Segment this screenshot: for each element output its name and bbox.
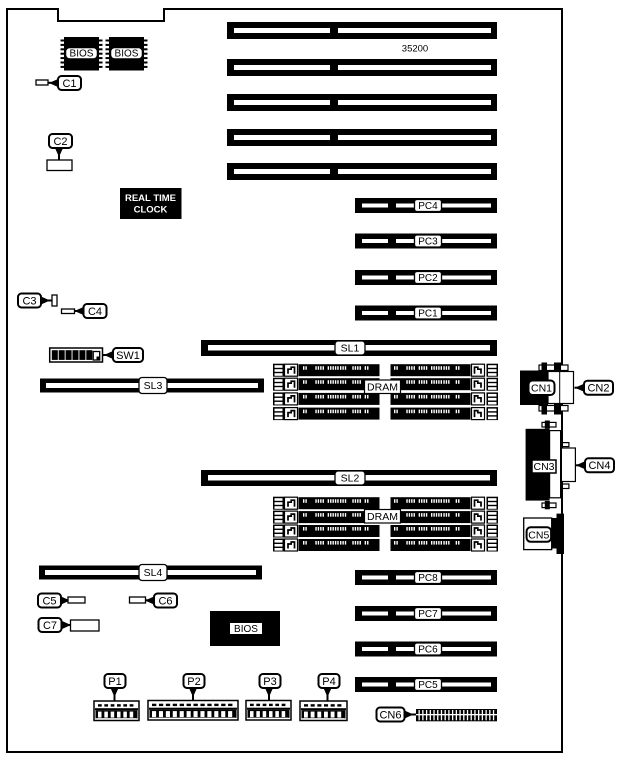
svg-text:DRAM: DRAM — [367, 511, 398, 523]
svg-text:BIOS: BIOS — [70, 49, 94, 60]
svg-text:C6: C6 — [158, 595, 172, 607]
svg-text:PC2: PC2 — [418, 273, 438, 284]
svg-text:CN2: CN2 — [587, 383, 609, 395]
svg-text:C1: C1 — [62, 78, 76, 90]
svg-text:C5: C5 — [42, 595, 56, 607]
svg-text:CN1: CN1 — [531, 383, 552, 395]
svg-text:REAL TIME: REAL TIME — [125, 193, 176, 204]
svg-text:C3: C3 — [22, 295, 36, 307]
svg-text:C7: C7 — [43, 620, 57, 632]
svg-text:P4: P4 — [322, 676, 335, 688]
svg-text:35200: 35200 — [402, 44, 428, 55]
svg-text:SL3: SL3 — [144, 380, 163, 392]
svg-text:PC8: PC8 — [418, 573, 438, 584]
svg-text:DRAM: DRAM — [367, 382, 398, 394]
svg-text:SL4: SL4 — [144, 567, 163, 579]
svg-text:PC6: PC6 — [418, 645, 438, 656]
svg-text:CN5: CN5 — [528, 529, 549, 541]
svg-text:P1: P1 — [108, 676, 121, 688]
svg-text:PC5: PC5 — [418, 680, 438, 691]
svg-text:PC3: PC3 — [418, 237, 438, 248]
svg-text:SL1: SL1 — [341, 343, 360, 355]
svg-text:C2: C2 — [53, 136, 67, 148]
svg-text:CN6: CN6 — [379, 709, 401, 721]
svg-text:PC4: PC4 — [418, 201, 438, 212]
svg-text:P2: P2 — [187, 676, 200, 688]
svg-text:CN3: CN3 — [533, 461, 554, 473]
svg-text:SW1: SW1 — [116, 350, 140, 362]
svg-text:P3: P3 — [263, 676, 276, 688]
svg-text:BIOS: BIOS — [234, 624, 258, 635]
svg-text:PC7: PC7 — [418, 609, 438, 620]
svg-text:C4: C4 — [88, 306, 102, 318]
svg-text:PC1: PC1 — [418, 309, 438, 320]
svg-text:SL2: SL2 — [341, 473, 360, 485]
svg-text:CN4: CN4 — [588, 460, 610, 472]
svg-text:BIOS: BIOS — [115, 49, 139, 60]
svg-text:CLOCK: CLOCK — [134, 205, 168, 216]
